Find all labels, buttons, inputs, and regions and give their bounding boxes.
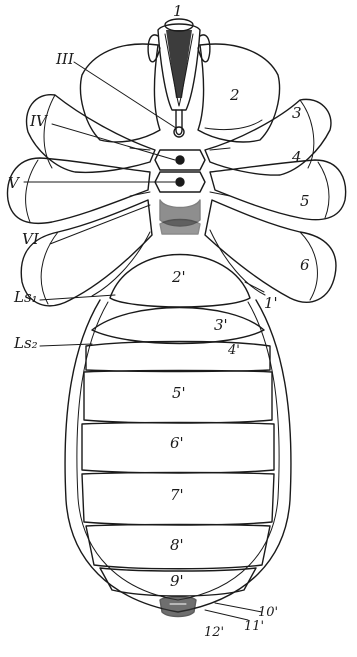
- label-abd-10: 10': [258, 606, 278, 619]
- label-abd-7: 7': [170, 488, 184, 503]
- label-roman-5: V: [8, 176, 19, 191]
- label-abd-11: 11': [244, 620, 264, 633]
- label-2: 2: [230, 88, 240, 103]
- label-3: 3: [292, 106, 302, 121]
- label-abd-1: 1': [264, 296, 278, 311]
- label-roman-3: III: [56, 52, 74, 67]
- label-abd-4: 4': [228, 344, 240, 357]
- label-abd-6: 6': [170, 436, 184, 451]
- label-ls2: Ls₂: [14, 336, 38, 351]
- sternal-frame: [130, 148, 230, 226]
- label-abd-9: 9': [170, 574, 184, 589]
- label-roman-4: IV: [30, 114, 47, 129]
- label-5: 5: [300, 194, 310, 209]
- label-1: 1: [173, 4, 183, 19]
- label-4: 4: [292, 150, 302, 165]
- label-roman-6: VI: [22, 232, 39, 247]
- label-ls1: Ls₁: [14, 290, 38, 305]
- label-6: 6: [300, 258, 310, 273]
- label-abd-2: 2': [172, 270, 186, 285]
- label-abd-8: 8': [170, 538, 184, 553]
- label-abd-5: 5': [172, 386, 186, 401]
- label-abd-12: 12': [204, 626, 224, 639]
- label-abd-3: 3': [214, 318, 228, 333]
